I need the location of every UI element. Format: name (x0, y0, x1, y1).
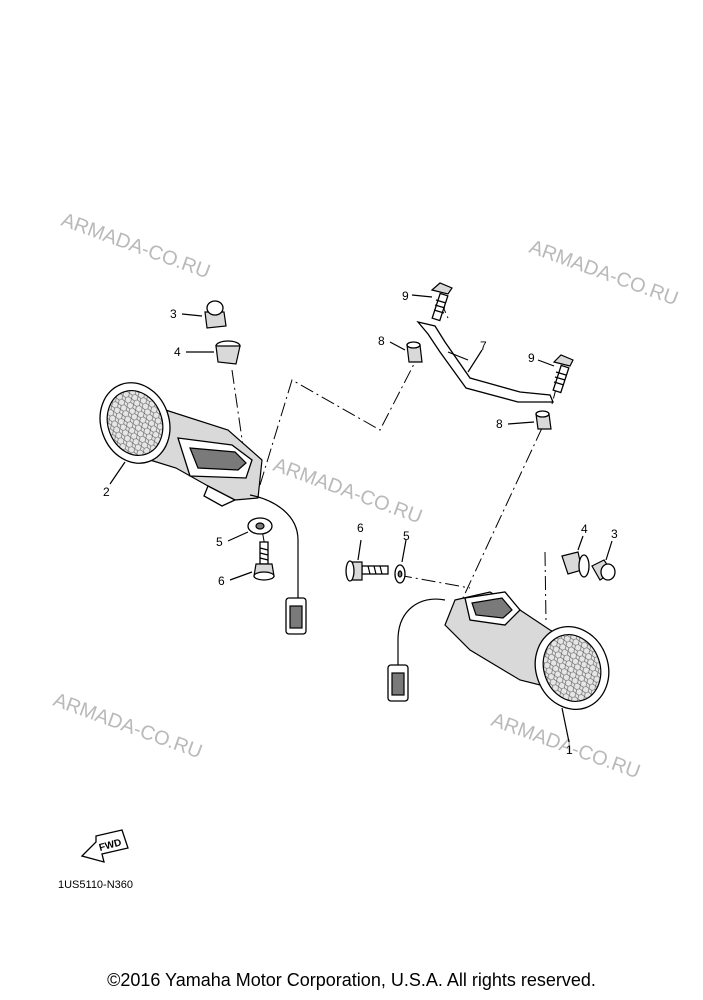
washer-5-right (394, 564, 406, 584)
callout-5-right: 5 (403, 529, 410, 543)
watermark-center: ARMADA-CO.RU (270, 454, 425, 528)
callout-4-left: 4 (174, 345, 181, 359)
callout-6-left: 6 (218, 574, 225, 588)
copyright-notice: ©2016 Yamaha Motor Corporation, U.S.A. A… (107, 970, 596, 990)
watermark-top-right: ARMADA-CO.RU (526, 236, 681, 310)
callout-8-upper: 8 (378, 334, 385, 348)
nut-3-left (204, 300, 227, 329)
washer-5-left (247, 517, 273, 535)
callout-3-left: 3 (170, 307, 177, 321)
callout-9-upper: 9 (402, 289, 409, 303)
diagram-code: 1US5110-N360 (58, 879, 133, 891)
watermark-bottom-left: ARMADA-CO.RU (50, 689, 205, 763)
callout-2: 2 (103, 485, 110, 499)
turn-signal-left (99, 382, 307, 635)
nut-3-right (591, 559, 616, 581)
callout-5-left: 5 (216, 535, 223, 549)
callout-3-right: 3 (611, 527, 618, 541)
bolt-6-right (345, 560, 389, 582)
grommet-4-left (215, 340, 241, 365)
callout-1: 1 (566, 743, 573, 757)
callout-8-lower: 8 (496, 417, 503, 431)
bolt-9-upper (430, 282, 453, 322)
callouts: 1 2 3 4 5 6 6 5 4 3 7 8 8 9 9 (103, 289, 618, 757)
fwd-arrow-icon: FWD (80, 829, 129, 863)
collar-8-lower (535, 410, 552, 430)
bolt-9-lower (552, 354, 574, 394)
collar-8-upper (406, 341, 423, 363)
watermark-top-left: ARMADA-CO.RU (58, 209, 213, 283)
callout-4-right: 4 (581, 522, 588, 536)
grommet-4-right (561, 551, 590, 578)
callout-9-lower: 9 (528, 351, 535, 365)
leader-lines (109, 294, 613, 743)
callout-6-right: 6 (357, 521, 364, 535)
bracket (416, 320, 554, 403)
callout-7: 7 (480, 339, 487, 353)
turn-signal-right (387, 591, 610, 710)
bolt-6-left (253, 541, 275, 581)
